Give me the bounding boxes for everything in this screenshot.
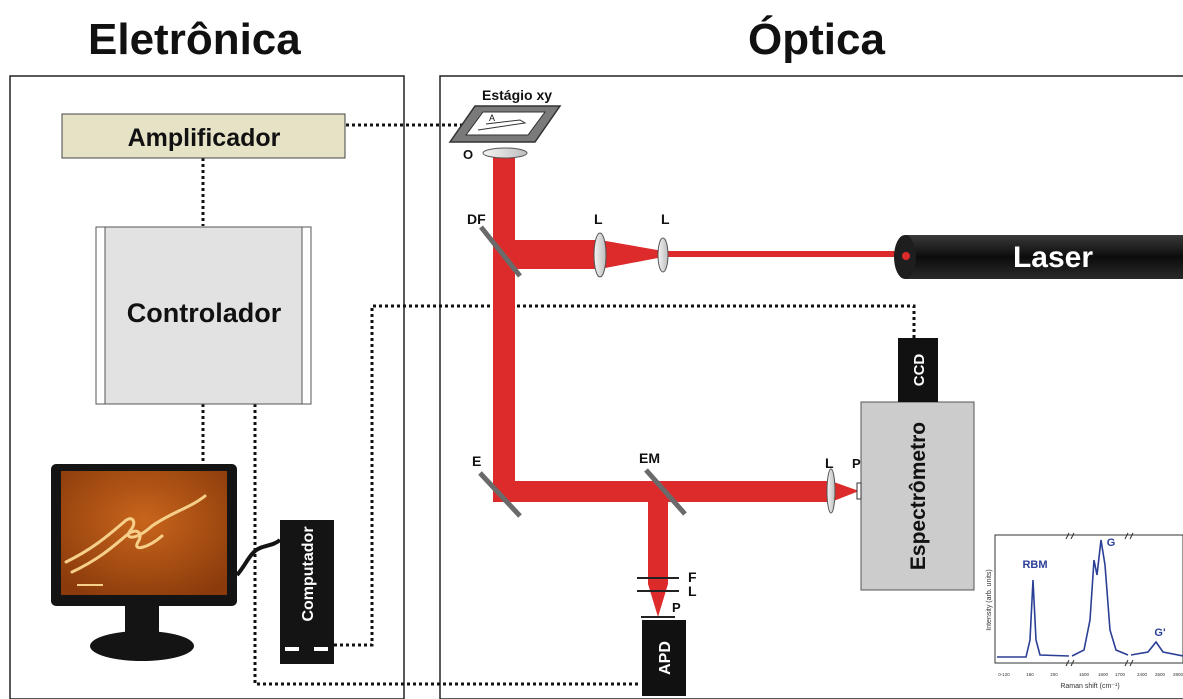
- lens-spectrometer: [827, 469, 835, 513]
- afm-scale-bar: [77, 584, 103, 586]
- beam-apd-cone: [648, 584, 668, 617]
- spectrometer-slit: [857, 483, 861, 499]
- spectrum-tick-label-0: 0-120: [998, 672, 1010, 677]
- spectrum-peak-label-2: G': [1154, 627, 1166, 639]
- dichroic-label: DF: [467, 211, 486, 227]
- stage-marker-label: A: [489, 113, 495, 123]
- mirror-e-label: E: [472, 453, 481, 469]
- xy-stage: [450, 106, 560, 142]
- objective-lens: [483, 148, 527, 158]
- beam-expander-cone: [600, 240, 663, 269]
- lens-apd-label: L: [688, 583, 697, 599]
- spectrum-tick-label-2: 200: [1050, 672, 1058, 677]
- spectrum-tick-label-3: 1500: [1079, 672, 1090, 677]
- spectrum-tick-label-6: 2400: [1137, 672, 1148, 677]
- pinhole-spectrometer-label: P: [852, 456, 861, 471]
- spectrum-tick-label-4: 1600: [1098, 672, 1109, 677]
- beam-down-to-apd: [648, 494, 668, 584]
- spectrum-tick-label-5: 1700: [1115, 672, 1126, 677]
- ccd-computer-cable: [334, 306, 914, 645]
- stage-label: Estágio xy: [482, 87, 552, 103]
- spectrum-peak-label-1: G: [1107, 537, 1116, 549]
- pinhole-apd-label: P: [672, 600, 681, 615]
- laser-label: Laser: [1013, 241, 1093, 274]
- spectrum-tick-label-7: 2600: [1155, 672, 1166, 677]
- controller-label: Controlador: [127, 298, 282, 328]
- apd-label: APD: [657, 641, 674, 675]
- amplifier-label: Amplificador: [128, 124, 281, 152]
- spectrum-tick-label-1: 160: [1026, 672, 1034, 677]
- raman-spectrum-plot: RBM G G' 0-120 160 200 1500 1600 1700 2400 2600 280…: [986, 533, 1183, 690]
- lens-spectrometer-label: L: [825, 455, 834, 471]
- controller-right-rail: [302, 227, 311, 404]
- mirror-em-label: EM: [639, 450, 660, 466]
- monitor-neck: [125, 606, 159, 634]
- computer-label: Computador: [300, 526, 317, 621]
- ccd-label: CCD: [911, 354, 928, 387]
- beam-vertical: [493, 153, 515, 501]
- monitor-cable: [237, 540, 280, 575]
- spectrum-tick-label-8: 2800: [1173, 672, 1183, 677]
- objective-label: O: [463, 147, 473, 162]
- laser-emitter-dot: [902, 252, 910, 260]
- lens-1-label: L: [594, 211, 603, 227]
- computer-drive-1: [285, 647, 299, 651]
- lens-expander-1: [594, 233, 606, 277]
- beam-laser-segment: [664, 251, 904, 257]
- lens-expander-2: [658, 238, 668, 272]
- spectrometer-label: Espectrômetro: [907, 422, 930, 570]
- computer-drive-2: [314, 647, 328, 651]
- spectrum-xlabel: Raman shift (cm⁻¹): [1060, 683, 1119, 690]
- spectrum-ylabel: Intensity (arb. units): [986, 569, 993, 630]
- spectrum-peak-label-0: RBM: [1022, 559, 1047, 571]
- monitor-base: [90, 631, 194, 661]
- monitor: [51, 464, 280, 661]
- controller-left-rail: [96, 227, 105, 404]
- lens-2-label: L: [661, 211, 670, 227]
- laser-beam: [493, 153, 904, 617]
